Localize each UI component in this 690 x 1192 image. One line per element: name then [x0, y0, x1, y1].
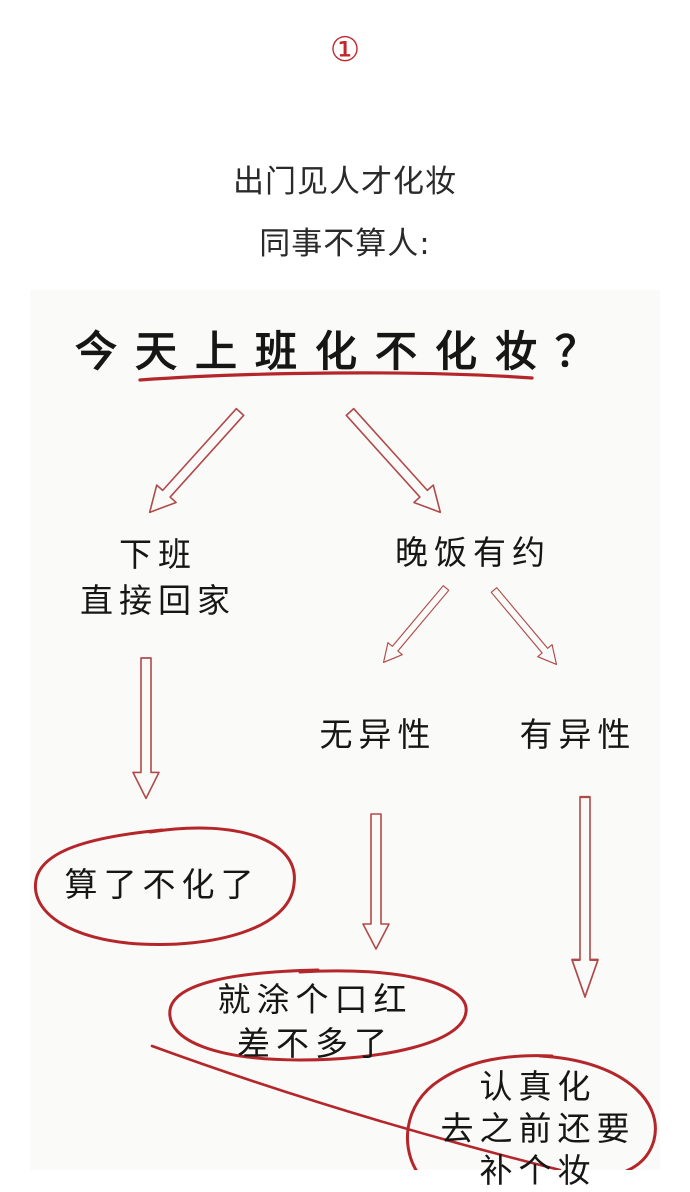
- outcome-full-makeup-line-1: 认真化: [479, 1067, 597, 1106]
- node-no-opposite-sex: 无异性: [319, 715, 437, 754]
- outcome-lipstick-only: 就涂个口红 差不多了: [200, 978, 430, 1066]
- node-go-home: 下班 直接回家: [68, 532, 248, 624]
- question-title: 今天上班化不化妆？: [74, 327, 615, 376]
- intro-line-1: 出门见人才化妆: [233, 164, 457, 200]
- step-number: ①: [329, 30, 361, 70]
- node-go-home-line-2: 直接回家: [80, 581, 236, 620]
- intro-header: ① 出门见人才化妆 同事不算人:: [0, 0, 690, 290]
- node-opposite-sex: 有异性: [519, 715, 637, 754]
- node-dinner-plans: 晚饭有约: [395, 533, 551, 572]
- outcome-full-makeup-line-2: 去之前还要: [440, 1109, 636, 1148]
- outcome-lipstick-line-2: 差不多了: [237, 1024, 393, 1063]
- outcome-full-makeup: 认真化 去之前还要 补个妆: [428, 1066, 648, 1192]
- outcome-full-makeup-line-3: 补个妆: [479, 1151, 597, 1190]
- node-go-home-line-1: 下班: [119, 535, 197, 574]
- outcome-skip-makeup: 算了不化了: [64, 865, 260, 904]
- outcome-lipstick-line-1: 就涂个口红: [217, 980, 413, 1019]
- intro-line-2: 同事不算人:: [259, 226, 431, 262]
